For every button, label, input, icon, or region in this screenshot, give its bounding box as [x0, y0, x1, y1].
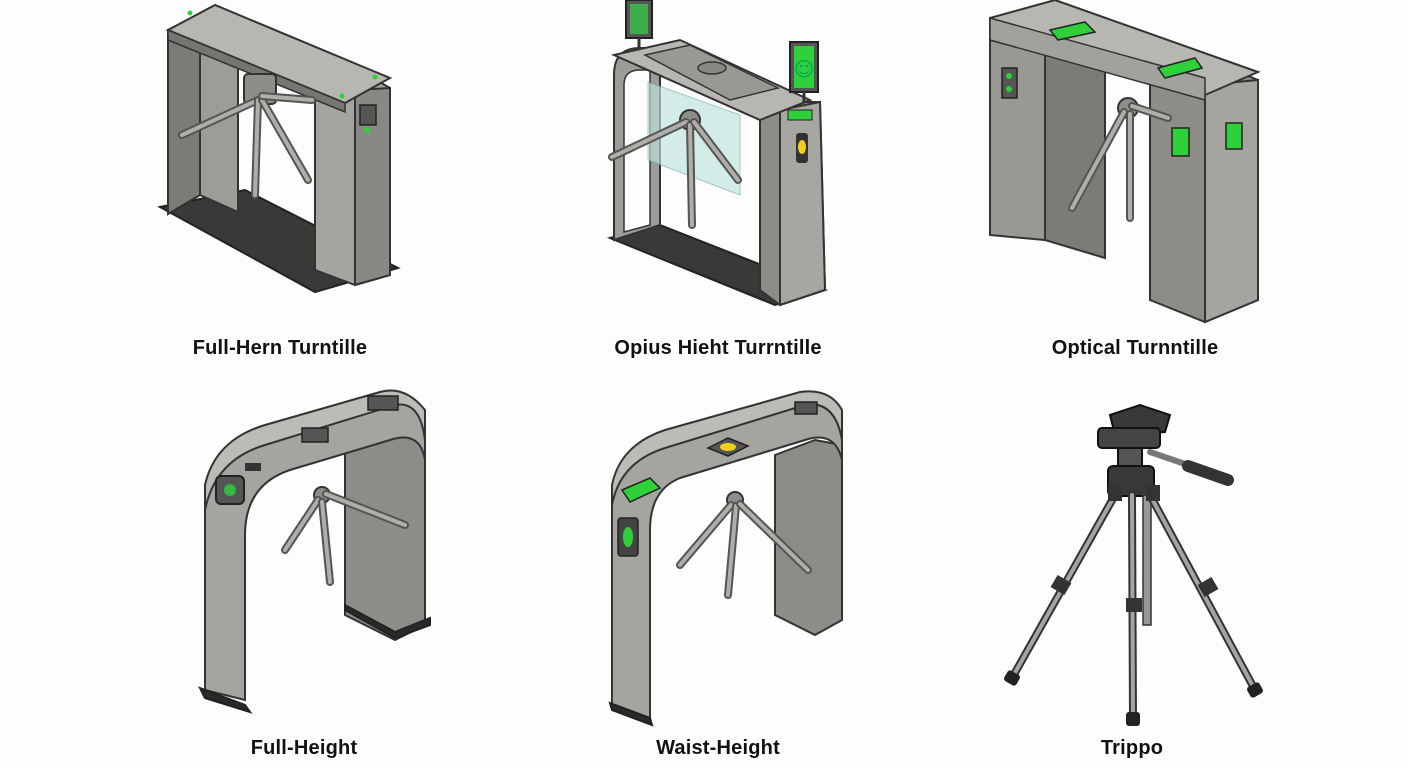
caption-full-hern-turntille: Full-Hern Turntille — [192, 337, 368, 359]
tripod-turnstile-box-icon — [157, 3, 401, 294]
caption-full-height: Full-Height — [250, 737, 358, 759]
svg-text:☺: ☺ — [794, 57, 815, 81]
waist-height-turnstile-icon — [608, 390, 843, 727]
caption-optical-turnntille: Optical Turnntille — [1051, 337, 1219, 359]
optical-turnstile-icon — [989, 0, 1261, 324]
arch-turnstile-icon — [197, 389, 431, 714]
caption-trippo: Trippo — [1100, 737, 1164, 759]
camera-tripod-icon — [1004, 403, 1263, 726]
caption-opius-hieht-turrntille: Opius Hieht Turrntille — [614, 337, 822, 359]
turnstile-glass-display-icon: ☺ — [606, 0, 829, 307]
caption-waist-height: Waist-Height — [656, 737, 780, 759]
